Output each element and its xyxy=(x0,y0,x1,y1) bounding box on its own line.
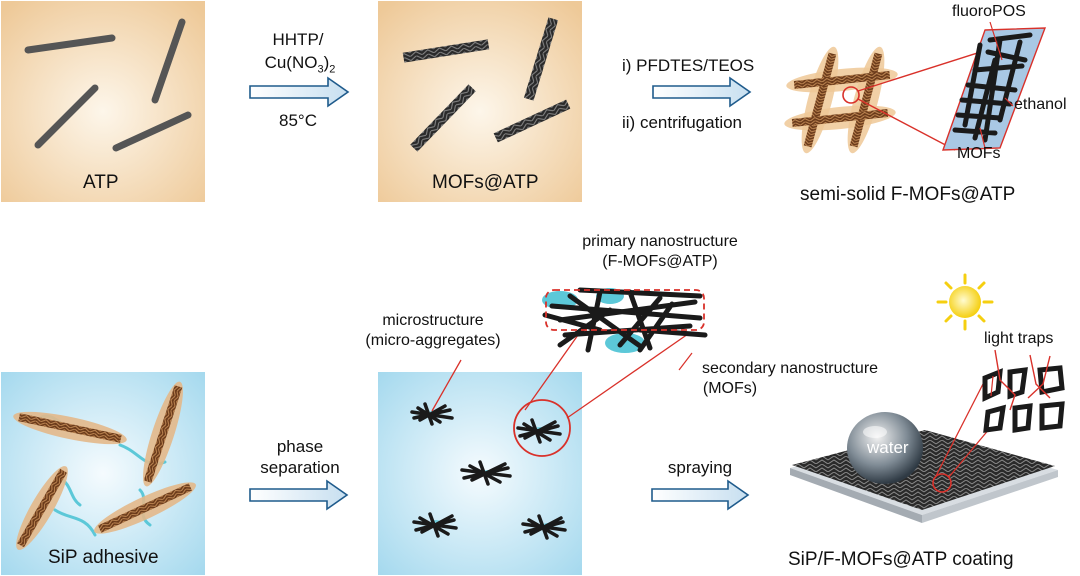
callout-mofs: MOFs xyxy=(957,145,1001,162)
micro-aggregate xyxy=(412,512,458,538)
label-mofs-atp: MOFs@ATP xyxy=(432,172,539,193)
step1-sub-2: 2 xyxy=(329,63,336,76)
step1-temperature: 85°C xyxy=(279,111,317,130)
atp-rod xyxy=(112,111,192,152)
step2-reagent: i) PFDTES/TEOS xyxy=(622,56,755,75)
panel-atp xyxy=(1,1,205,202)
primary-nanostructure-label: primary nanostructure xyxy=(582,233,738,250)
panel-coating xyxy=(790,273,1065,523)
micro-aggregate xyxy=(460,460,512,486)
arrow-step1 xyxy=(249,76,350,108)
sun-icon xyxy=(936,273,994,331)
primary-nanostructure-sublabel: (F-MOFs@ATP) xyxy=(602,253,718,270)
panel-microstructure xyxy=(378,333,693,575)
microstructure-sublabel: (micro-aggregates) xyxy=(365,332,501,349)
panel-sip-adhesive xyxy=(1,372,205,575)
zoom-circle xyxy=(842,86,860,104)
microstructure-label: microstructure xyxy=(382,312,484,329)
coating-zoom-circle xyxy=(932,473,952,493)
label-sip-adhesive: SiP adhesive xyxy=(48,547,159,568)
step2-process: ii) centrifugation xyxy=(622,113,743,132)
micro-aggregate xyxy=(410,402,454,426)
label-atp: ATP xyxy=(83,172,119,193)
atp-rod xyxy=(34,84,99,149)
light-traps-label: light traps xyxy=(984,330,1054,347)
step3-line2: separation xyxy=(260,458,340,477)
atp-rod xyxy=(151,18,186,104)
water-label: water xyxy=(867,438,909,457)
coating-layer xyxy=(792,430,1055,510)
secondary-nanostructure-label: secondary nanostructure xyxy=(701,360,879,377)
zoomed-aggregate xyxy=(542,287,708,353)
arrow-step3 xyxy=(249,479,349,511)
step1-reagent-2: Cu(NO3)2 xyxy=(250,53,350,75)
light-traps-structure xyxy=(982,365,1065,433)
callout-fluoropos: fluoroPOS xyxy=(952,3,1026,20)
micro-aggregate xyxy=(516,418,562,444)
atp-rod xyxy=(24,34,116,54)
step3-line1: phase xyxy=(276,437,324,456)
panel-semi-solid xyxy=(784,21,1047,154)
panel-mofs-atp xyxy=(378,1,582,202)
primary-box xyxy=(545,289,705,331)
step1-paren: ) xyxy=(323,53,330,72)
step1-sub-3: 3 xyxy=(317,63,324,76)
aggregate-highlight xyxy=(513,399,571,457)
label-semi-solid: semi-solid F-MOFs@ATP xyxy=(800,184,1016,205)
mof-rod xyxy=(493,99,571,143)
arrow-step2 xyxy=(652,76,752,108)
step1-reagent-1: HHTP/ xyxy=(272,30,324,49)
micro-aggregate xyxy=(521,514,567,540)
mof-rod xyxy=(410,84,476,152)
arrow-step4 xyxy=(651,479,750,511)
step4-label: spraying xyxy=(667,458,733,477)
mof-rod xyxy=(402,39,490,63)
callout-ethanol: ethanol xyxy=(1014,96,1067,113)
label-coating: SiP/F-MOFs@ATP coating xyxy=(788,549,1014,570)
secondary-nanostructure-sublabel: (MOFs) xyxy=(702,380,758,397)
mof-rod xyxy=(523,17,559,101)
step1-reagent-2-main: Cu(NO xyxy=(264,53,318,72)
